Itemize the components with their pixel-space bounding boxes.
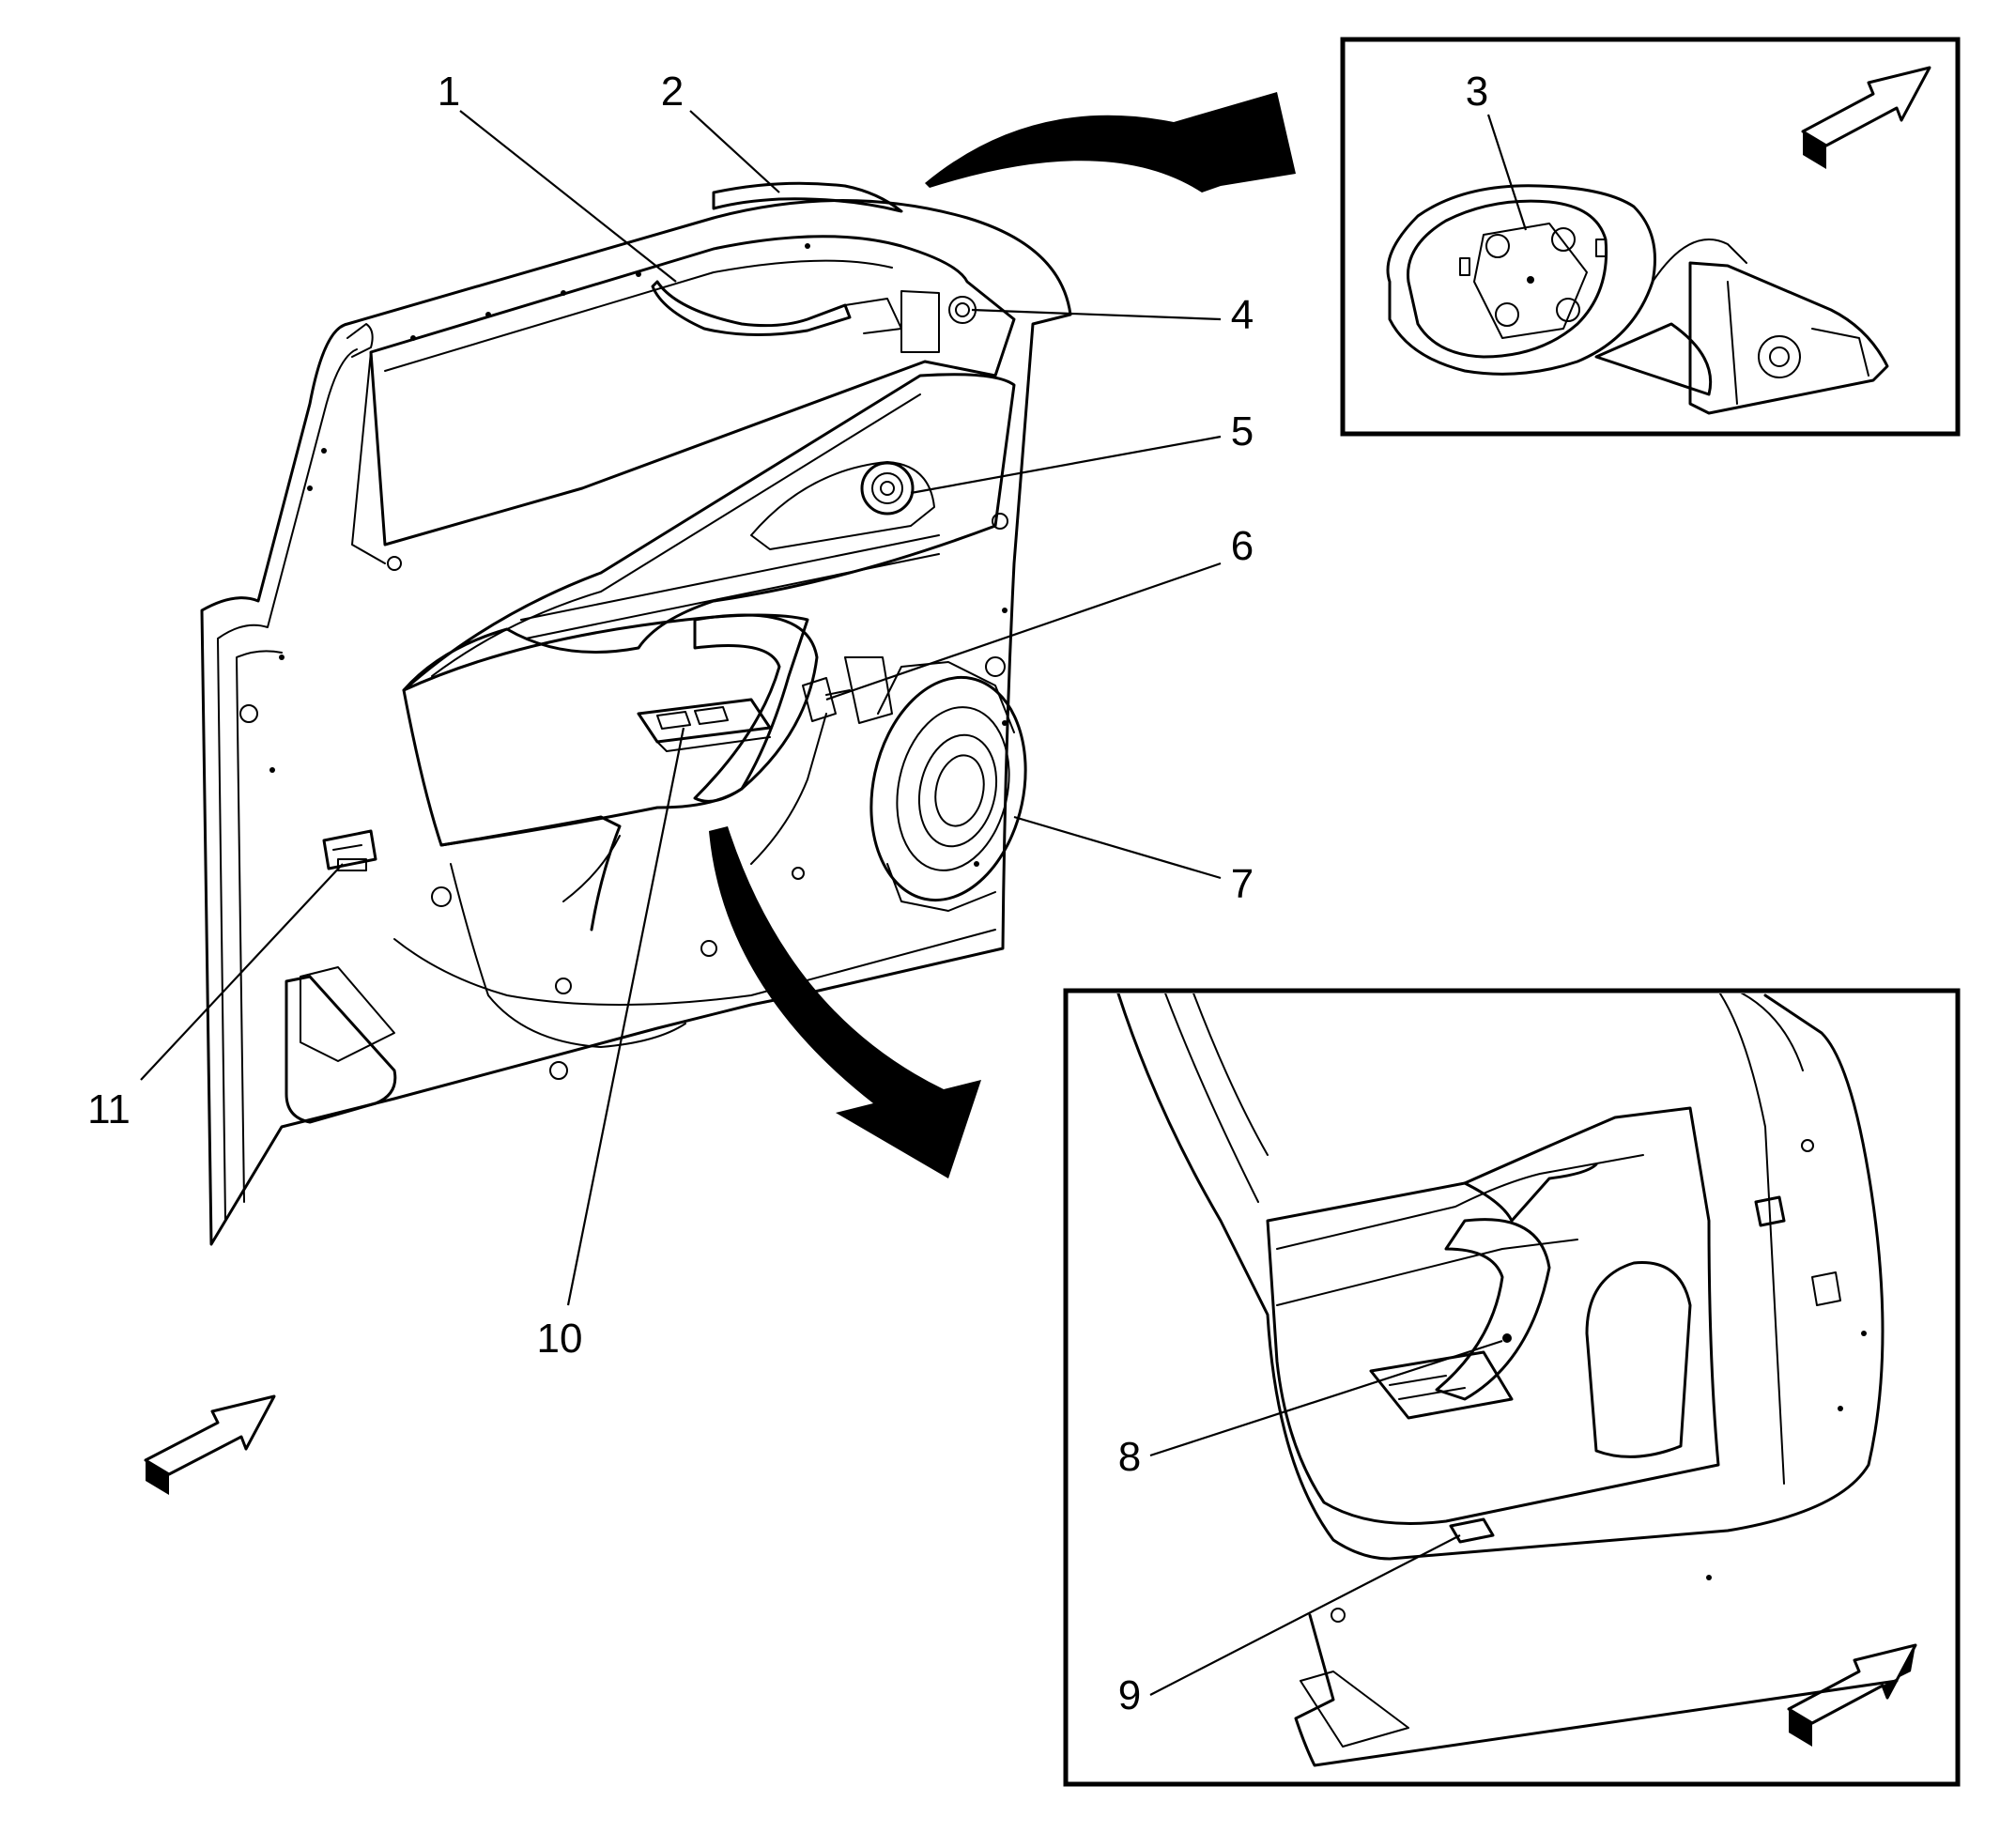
mounting-holes [239,513,1008,1080]
door-handle-bracket [802,677,837,722]
front-direction-arrow-icon [1801,66,1931,169]
callout-9: 9 [1118,1672,1141,1718]
mirror-glass-actuator [1459,223,1607,339]
tweeter-speaker [750,461,935,550]
pull-handle [693,613,819,803]
door-front-edge [217,348,358,1222]
door-frame-top-hump [712,181,903,213]
window-opening [369,235,1016,547]
curved-detail-arrow-icon [709,826,981,1178]
callout-1: 1 [438,69,460,115]
callout-5: 5 [1231,408,1254,454]
callout-7: 7 [1231,861,1254,907]
front-direction-arrow-icon [144,1394,276,1495]
callout-labels: 1 2 3 4 5 6 7 8 9 10 11 [87,69,1488,1718]
front-direction-arrow-icon [1787,1643,1917,1747]
window-channel-seal [651,280,852,337]
mirror-housing [1386,184,1656,376]
callout-10: 10 [537,1316,583,1362]
door-drain-cutout [285,975,397,1124]
callout-2: 2 [661,69,684,115]
door-lock-striker [322,829,377,871]
frame-rivets [269,243,1008,867]
curved-detail-arrow-icon [925,92,1296,192]
callout-3: 3 [1466,69,1488,115]
window-switch-bezel [637,698,772,752]
door-outer-shell [200,199,1072,1246]
callout-4: 4 [1231,292,1254,338]
callout-8: 8 [1118,1434,1141,1480]
trim-fastener-screw [1502,1333,1512,1343]
leader-lines [140,110,1528,1696]
lower-trim-detail-panel [1063,988,1961,1787]
trim-panel-upper [402,373,1016,692]
detail-door-shell [1116,993,1885,1561]
door-speaker [869,661,1027,912]
main-door-view [200,181,1072,1246]
callout-6: 6 [1231,523,1254,569]
mirror-mount-base [1688,261,1889,415]
mirror-detail-panel [1340,37,1961,437]
detail-trim-panel [1266,1106,1720,1525]
callout-11: 11 [87,1086,131,1132]
